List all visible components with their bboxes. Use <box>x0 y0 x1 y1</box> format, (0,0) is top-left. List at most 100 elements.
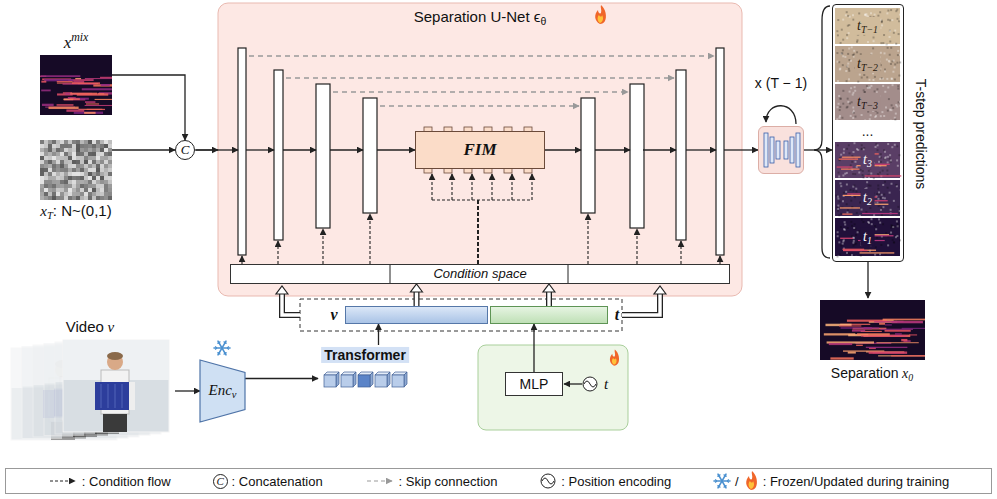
noise-dot <box>846 107 848 109</box>
noise-dot <box>892 84 894 86</box>
noise-cell <box>64 168 68 172</box>
noise-dot <box>836 52 838 54</box>
noise-dot <box>840 185 842 187</box>
noise-dot <box>856 212 858 214</box>
noise-dot <box>840 182 842 184</box>
noise-cell <box>76 148 80 152</box>
noise-dot <box>839 201 841 203</box>
legend-symbol <box>365 474 395 488</box>
noise-cell <box>88 176 92 180</box>
noise-dot <box>897 225 899 227</box>
drawn-rect <box>324 375 336 387</box>
spectrogram-band <box>77 93 109 95</box>
connector-path <box>195 149 218 150</box>
noise-cell <box>56 156 60 160</box>
noise-dot <box>869 185 871 187</box>
noise-cell <box>84 140 88 144</box>
noise-dot <box>839 115 841 117</box>
noise-cell <box>92 156 96 160</box>
noise-cell <box>80 144 84 148</box>
noise-cell <box>72 180 76 184</box>
noise-cell <box>72 188 76 192</box>
noise-dot <box>878 205 880 207</box>
spectrogram-band <box>42 104 54 106</box>
noise-dot <box>847 63 849 65</box>
noise-cell <box>40 144 44 148</box>
noise-cell <box>96 172 100 176</box>
position-encoding-symbol <box>583 377 597 391</box>
node-text: Separation U-Net ϵ <box>414 8 541 25</box>
noise-dot <box>837 231 839 233</box>
noise-cell <box>44 164 48 168</box>
noise-cell <box>44 172 48 176</box>
noise-cell <box>84 188 88 192</box>
condition-flow <box>587 214 588 264</box>
legend-symbol <box>48 474 78 488</box>
drawn-path <box>387 372 390 387</box>
spectrogram-band <box>843 249 865 250</box>
skip-connection <box>333 91 628 92</box>
noise-dot <box>867 41 869 43</box>
noise-dot <box>846 203 848 205</box>
noise-dot <box>890 120 892 122</box>
noise-dot <box>882 42 884 44</box>
noise-dot <box>864 119 866 121</box>
noise-cell <box>72 152 76 156</box>
noise-dot <box>883 193 885 195</box>
noise-cell <box>84 160 88 164</box>
node-text: FIM <box>463 140 496 159</box>
noise-cell <box>84 156 88 160</box>
node-illustration <box>5 318 175 440</box>
noise-cell <box>76 176 80 180</box>
noise-dot <box>878 218 880 220</box>
condition-flow <box>322 229 323 264</box>
noise-dot <box>838 103 840 105</box>
noise-cell <box>64 160 68 164</box>
condition-flow <box>471 174 472 200</box>
noise-cell <box>44 144 48 148</box>
noise-cell <box>44 148 48 152</box>
noise-cell <box>68 172 72 176</box>
noise-dot <box>863 74 865 76</box>
noise-dot <box>887 86 889 88</box>
noise-cell <box>108 140 112 144</box>
noise-dot <box>884 69 886 71</box>
noise-dot <box>840 154 842 156</box>
noise-cell <box>68 192 72 196</box>
noise-dot <box>882 184 884 186</box>
noise-dot <box>854 173 856 175</box>
condition-arrow <box>546 292 552 306</box>
unet-block <box>274 70 283 240</box>
noise-cell <box>64 180 68 184</box>
noise-cell <box>108 164 112 168</box>
legend-item: /: Frozen/Updated during training <box>713 470 949 492</box>
drawn-line <box>727 479 729 481</box>
noise-dot <box>872 47 874 49</box>
noise-dot <box>863 147 865 149</box>
spectrogram-band <box>860 252 895 253</box>
noise-cell <box>68 164 72 168</box>
noise-dot <box>848 68 850 70</box>
noise-cell <box>100 192 104 196</box>
noise-dot <box>894 144 896 146</box>
condition-bar: Condition space <box>230 264 730 284</box>
noise-dot <box>839 68 841 70</box>
concat-circle: C <box>175 140 195 160</box>
legend-item: : Condition flow <box>48 474 171 489</box>
noise-cell <box>84 148 88 152</box>
noise-cell <box>48 192 52 196</box>
spectrogram-band <box>82 88 112 90</box>
drawn-line <box>727 481 729 483</box>
noise-dot <box>837 235 839 237</box>
noise-cell <box>96 160 100 164</box>
prediction-stack: T-step predictionstT−1tT−2tT−3...t3t2t1 <box>832 4 904 262</box>
noise-cell <box>52 192 56 196</box>
noise-dot <box>891 78 893 80</box>
node-text: v <box>330 306 337 323</box>
noise-dot <box>842 55 844 57</box>
noise-cell <box>104 152 108 156</box>
noise-cell <box>84 168 88 172</box>
noise-dot <box>897 225 899 227</box>
flow-arrow <box>246 149 274 150</box>
noise-cell <box>56 180 60 184</box>
